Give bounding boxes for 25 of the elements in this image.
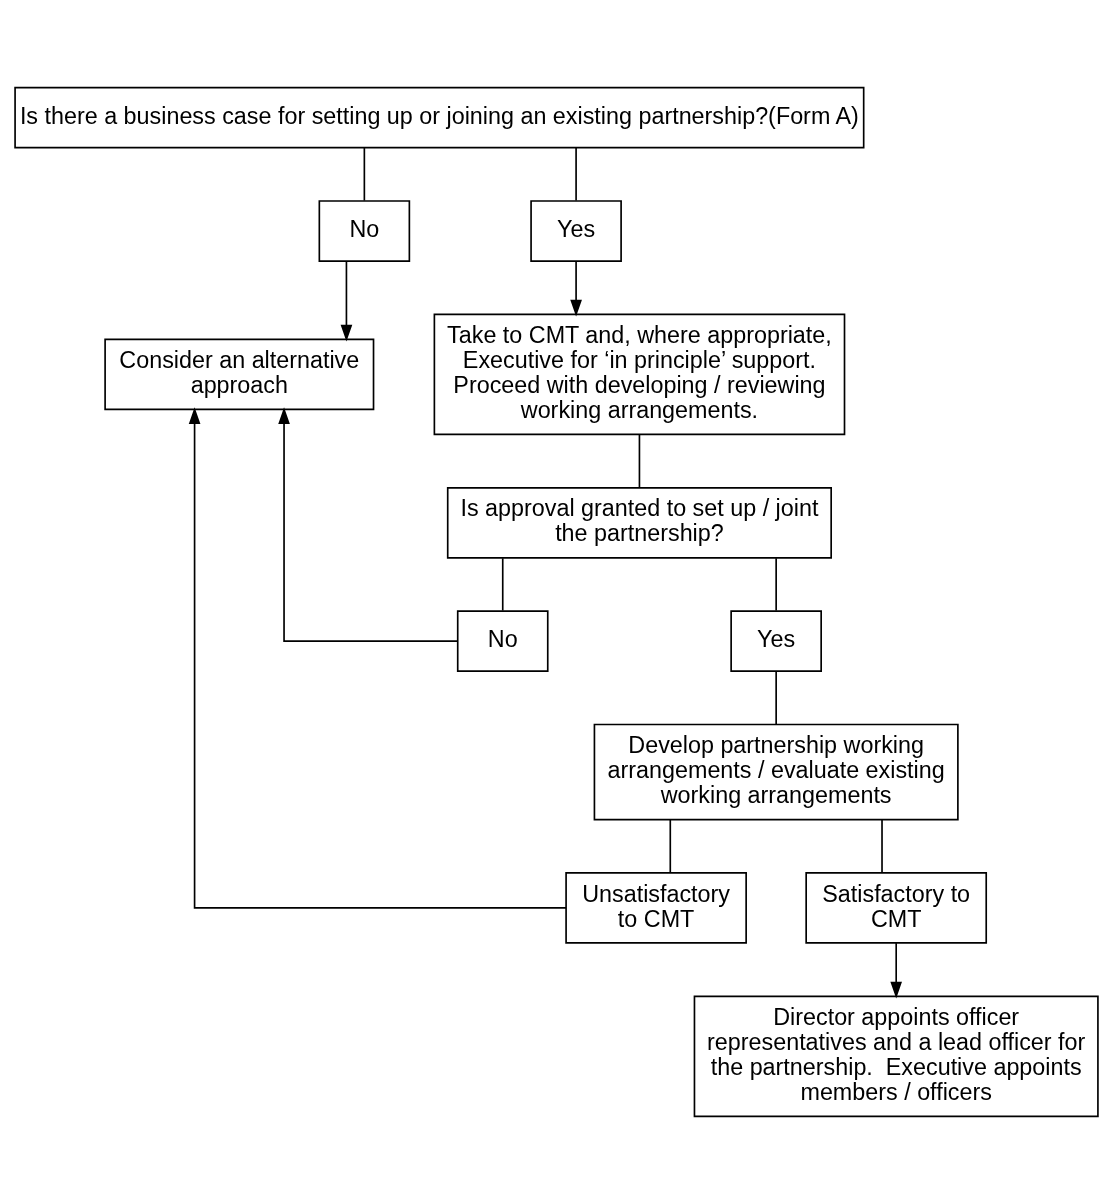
connector [775, 670, 777, 725]
connector [881, 818, 883, 873]
connector [638, 433, 641, 488]
connector [775, 557, 777, 611]
arrow [188, 406, 567, 909]
node-box: Is there a business case for setting up or joining an existing partnership?(Form A) [14, 86, 865, 149]
arrow [570, 260, 582, 316]
connector [669, 818, 672, 873]
arrow [890, 941, 903, 998]
node-box: Unsatisfactory to CMT [565, 871, 747, 944]
node-box: Yes [730, 609, 822, 672]
node-box: Satisfactory to CMT [805, 871, 988, 944]
node-box: Director appoints officer representatives and a lead officer for the partnership. Executive appoints members / officers [693, 994, 1099, 1117]
connector [363, 146, 366, 201]
node-box: Develop partnership working arrangements / evaluate existing working arrangements [593, 723, 959, 820]
node-box: No [456, 609, 549, 672]
connector [575, 146, 577, 201]
arrow [278, 406, 459, 642]
node-box: Take to CMT and, where appropriate, Executive for ‘in principle’ support. Proceed with developing / reviewing working arrangements. [433, 313, 846, 435]
node-box: Consider an alternative approach [104, 338, 375, 410]
node-box: No [318, 199, 411, 262]
node-box: Is approval granted to set up / joint the partnership? [446, 486, 832, 559]
node-box: Yes [530, 199, 622, 262]
connector [501, 557, 504, 611]
arrow [340, 260, 353, 342]
